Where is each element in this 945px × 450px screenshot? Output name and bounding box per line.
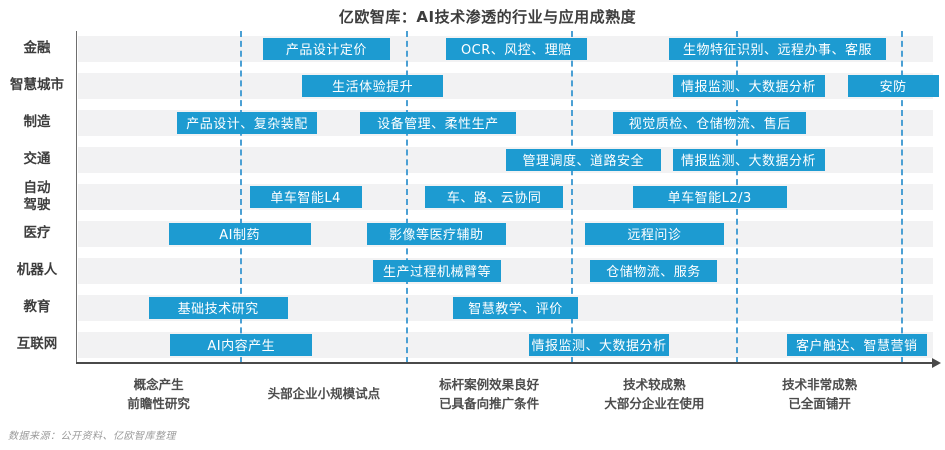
application-bar: 情报监测、大数据分析: [672, 74, 825, 97]
maturity-stage-label: 技术较成熟 大部分企业在使用: [604, 376, 705, 411]
y-axis-line: [75, 31, 77, 363]
application-bar: 生活体验提升: [302, 74, 443, 97]
chart-title: 亿欧智库：AI技术渗透的行业与应用成熟度: [338, 8, 637, 26]
stage-divider-dashed-line: [240, 31, 243, 363]
industry-label: 金融: [23, 40, 51, 57]
application-bar: 情报监测、大数据分析: [528, 333, 670, 356]
stage-divider-dashed-line: [570, 31, 573, 363]
stage-divider-dashed-line: [405, 31, 408, 363]
application-bar: 基础技术研究: [148, 296, 288, 319]
industry-label: 机器人: [16, 262, 58, 279]
industry-label: 医疗: [23, 225, 51, 242]
application-bar: 仓储物流、服务: [589, 259, 718, 282]
application-bar: 情报监测、大数据分析: [672, 148, 825, 171]
maturity-stage-label: 头部企业小规模试点: [267, 386, 381, 402]
application-bar: 单车智能L2/3: [632, 185, 787, 208]
application-bar: 安防: [847, 74, 939, 97]
application-bar: 设备管理、柔性生产: [360, 111, 516, 134]
industry-label: 制造: [23, 114, 51, 131]
application-bar: AI制药: [168, 222, 311, 245]
application-bar: 产品设计、复杂装配: [176, 111, 318, 134]
maturity-stage-label: 概念产生 前瞻性研究: [127, 376, 190, 411]
application-bar: 客户触达、智慧营销: [786, 333, 928, 356]
application-bar: 产品设计定价: [262, 37, 390, 60]
application-bar: 生产过程机械臂等: [373, 259, 501, 282]
industry-label: 交通: [23, 151, 51, 168]
row-stripe: [78, 257, 933, 284]
application-bar: 智慧教学、评价: [452, 296, 579, 319]
industry-label: 自动 驾驶: [23, 179, 51, 213]
application-bar: OCR、风控、理赔: [446, 37, 587, 60]
maturity-stage-label: 标杆案例效果良好 已具备向推广条件: [439, 376, 540, 411]
application-bar: 远程问诊: [584, 222, 724, 245]
maturity-stage-label: 技术非常成熟 已全面铺开: [782, 376, 858, 411]
application-bar: AI内容产生: [170, 333, 313, 356]
industry-label: 智慧城市: [10, 77, 64, 94]
x-axis-arrow-icon: [932, 358, 941, 368]
industry-label: 教育: [23, 299, 51, 316]
application-bar: 管理调度、道路安全: [505, 148, 661, 171]
application-bar: 影像等医疗辅助: [366, 222, 506, 245]
application-bar: 视觉质检、仓储物流、售后: [613, 111, 807, 134]
application-bar: 生物特征识别、远程办事、客服: [669, 37, 886, 60]
application-bar: 单车智能L4: [249, 185, 362, 208]
stage-divider-dashed-line: [901, 31, 904, 363]
x-axis-line: [76, 362, 934, 364]
data-source-note: 数据来源：公开资料、亿欧智库整理: [8, 431, 176, 442]
application-bar: 车、路、云协同: [424, 185, 564, 208]
industry-label: 互联网: [16, 336, 58, 353]
